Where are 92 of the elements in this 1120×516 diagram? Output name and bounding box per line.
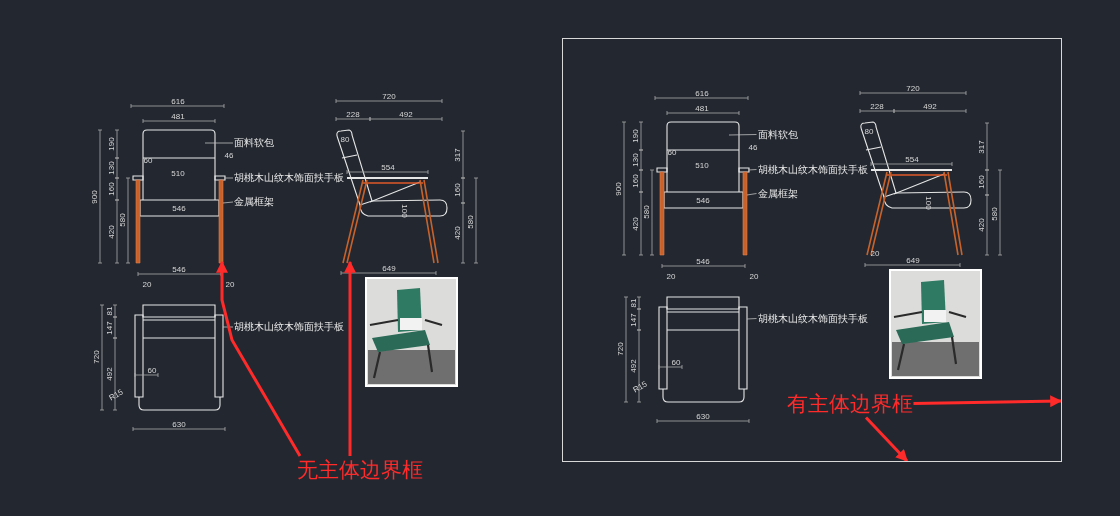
- leader-line: [222, 326, 234, 328]
- dimension-text: 492: [399, 109, 413, 119]
- dimension-text: 630: [696, 411, 710, 421]
- callout-text: 金属框架: [234, 196, 274, 208]
- dimension-text: 580: [465, 215, 475, 229]
- dimension-text: 60: [667, 147, 677, 157]
- dimension-text: 160: [630, 174, 640, 188]
- dimension-text: 616: [171, 96, 185, 106]
- dimension-text: 720: [91, 350, 101, 364]
- callout-text: 面料软包: [757, 128, 798, 141]
- dimension-text: 546: [696, 195, 710, 205]
- dimension-text: 481: [171, 111, 185, 121]
- dimension-text: 580: [989, 207, 999, 221]
- dimension-text: 81: [104, 306, 114, 316]
- dimension-text: 60: [671, 357, 681, 367]
- leader-line: [728, 134, 757, 136]
- arrow: [216, 260, 302, 457]
- dimension-text: 481: [695, 103, 709, 113]
- leader-line: [746, 318, 757, 320]
- dimension-text: 228: [870, 101, 884, 111]
- dimension-text: 81: [628, 298, 638, 308]
- dimension-text: 616: [695, 88, 709, 98]
- dimension-text: 649: [382, 263, 396, 273]
- dimension-text: 720: [906, 83, 920, 93]
- dimension-text: R15: [631, 379, 649, 395]
- arrow: [913, 395, 1063, 408]
- dimension-text: 420: [106, 225, 116, 239]
- chair-front-view-drawing: [656, 121, 750, 256]
- dimension-text: 228: [346, 109, 360, 119]
- callout-text: 金属框架: [757, 187, 798, 200]
- leader-line: [746, 193, 757, 196]
- dimension-text: 147: [628, 313, 638, 327]
- callout-text: 面料软包: [234, 137, 274, 149]
- dimension-text: 20: [142, 279, 152, 289]
- dimension-text: 554: [905, 154, 919, 164]
- dimension-text: 160: [106, 182, 116, 196]
- dimension-text: 510: [695, 160, 709, 170]
- dimension-text: 510: [171, 168, 185, 178]
- dimension-text: 20: [666, 271, 676, 281]
- dimension-text: 317: [976, 140, 986, 154]
- callout-text: 胡桃木山纹木饰面扶手板: [757, 163, 868, 176]
- callout-text: 胡桃木山纹木饰面扶手板: [234, 172, 344, 184]
- dimension-text: 720: [615, 342, 625, 356]
- annotation-text: 有主体边界框: [786, 389, 913, 418]
- dimension-text: 147: [104, 321, 114, 335]
- dimension-text: 190: [106, 137, 116, 151]
- dimension-text: 60: [143, 155, 153, 165]
- callout-text: 胡桃木山纹木饰面扶手板: [234, 321, 344, 333]
- dimension-text: 420: [630, 217, 640, 231]
- dimension-text: 492: [923, 101, 937, 111]
- dimension-text: 546: [172, 264, 186, 274]
- boundary-frame: [562, 38, 1062, 462]
- dimension-text: 492: [104, 367, 114, 381]
- leader-line: [222, 201, 234, 204]
- dimension-text: 160: [452, 183, 462, 197]
- dimension-text: 649: [906, 255, 920, 265]
- chair-top-view-drawing: [658, 296, 748, 403]
- dimension-text: 20: [870, 248, 880, 258]
- dimension-text: 80: [864, 126, 874, 136]
- dimension-text: 580: [117, 213, 127, 227]
- chair-top-view-drawing: [134, 304, 224, 411]
- dimension-text: 130: [106, 161, 116, 175]
- dimension-text: 20: [225, 279, 235, 289]
- dimension-text: 160: [976, 175, 986, 189]
- dimension-text: 317: [452, 148, 462, 162]
- dimension-text: 420: [452, 226, 462, 240]
- dimension-text: 420: [976, 218, 986, 232]
- leader-line: [223, 177, 234, 179]
- dimension-text: 46: [224, 150, 234, 160]
- dimension-text: 580: [641, 205, 651, 219]
- callout-text: 胡桃木山纹木饰面扶手板: [757, 312, 868, 325]
- annotation-text: 无主体边界框: [297, 456, 423, 484]
- dimension-text: 630: [172, 419, 186, 429]
- leader-line: [747, 169, 757, 171]
- dimension-text: 554: [381, 162, 395, 172]
- leader-line: [204, 142, 234, 144]
- arrow: [864, 416, 909, 463]
- dimension-text: 720: [382, 91, 396, 101]
- dimension-text: 546: [172, 203, 186, 213]
- dimension-text: 60: [147, 365, 157, 375]
- dimension-text: 20: [749, 271, 759, 281]
- dimension-text: 46: [748, 142, 758, 152]
- dimension-text: 546: [696, 256, 710, 266]
- chair-front-view-drawing: [132, 129, 226, 264]
- arrow: [344, 260, 356, 456]
- dimension-text: 190: [630, 129, 640, 143]
- dimension-text: 900: [613, 182, 623, 196]
- dimension-text: 80: [340, 134, 350, 144]
- dimension-text: 130: [630, 153, 640, 167]
- dimension-text: R15: [107, 387, 125, 403]
- dimension-text: 492: [628, 359, 638, 373]
- dimension-text: 900: [89, 190, 99, 204]
